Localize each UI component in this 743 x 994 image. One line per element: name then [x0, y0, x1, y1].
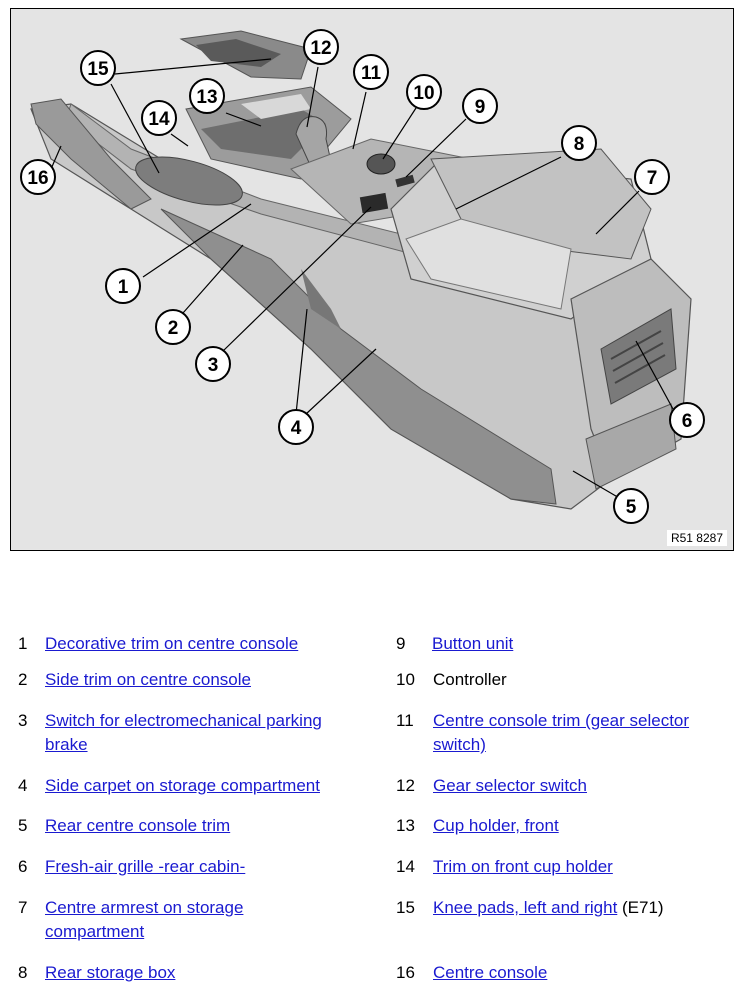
- legend-link-rear-trim[interactable]: Rear centre console trim: [45, 816, 231, 835]
- legend-number: 13: [396, 816, 415, 835]
- callout-label: 1: [118, 277, 129, 298]
- callout-5: 5: [613, 488, 649, 524]
- callout-4: 4: [278, 409, 314, 445]
- legend-number: 11: [396, 711, 414, 730]
- callout-label: 15: [87, 59, 109, 80]
- callout-7: 7: [634, 159, 670, 195]
- figure-id: R51 8287: [666, 530, 727, 546]
- legend-suffix: (E71): [617, 898, 664, 917]
- callout-label: 2: [168, 318, 179, 339]
- callout-6: 6: [669, 402, 705, 438]
- legend-number: 2: [18, 670, 28, 689]
- legend-number: 7: [18, 898, 28, 917]
- callout-11: 11: [353, 54, 389, 90]
- console-illustration: 1 2 3 4 5 6 7 8 9 10 11 12 13 14 15 16 R…: [10, 8, 734, 551]
- callout-13: 13: [189, 78, 225, 114]
- callout-15: 15: [80, 50, 116, 86]
- legend-number: 5: [18, 816, 28, 835]
- callout-2: 2: [155, 309, 191, 345]
- callout-3: 3: [195, 346, 231, 382]
- legend-link-knee-pads[interactable]: Knee pads, left and right: [433, 898, 618, 917]
- legend-number: 6: [18, 857, 28, 876]
- callout-label: 16: [27, 168, 48, 189]
- callout-1: 1: [105, 268, 141, 304]
- legend-number: 9: [396, 634, 406, 653]
- legend-link-rear-storage-box[interactable]: Rear storage box: [45, 963, 176, 982]
- callout-10: 10: [406, 74, 442, 110]
- callout-label: 5: [626, 497, 637, 518]
- legend-link-cup-holder-trim[interactable]: Trim on front cup holder: [433, 857, 613, 876]
- legend-text-controller: Controller: [433, 670, 507, 689]
- legend-link-gear-selector-trim[interactable]: Centre console trim (gear selector switc…: [433, 711, 690, 754]
- legend-link-decorative-trim[interactable]: Decorative trim on centre console: [45, 634, 299, 653]
- callout-label: 4: [291, 418, 302, 439]
- legend-link-centre-console[interactable]: Centre console: [433, 963, 548, 982]
- legend-number: 15: [396, 898, 415, 917]
- legend-number: 12: [396, 776, 415, 795]
- legend-link-centre-armrest[interactable]: Centre armrest on storage compartment: [45, 898, 244, 941]
- legend-number: 16: [396, 963, 415, 982]
- legend-link-side-carpet[interactable]: Side carpet on storage compartment: [45, 776, 320, 795]
- callout-label: 10: [413, 83, 434, 104]
- callout-label: 11: [361, 63, 382, 84]
- callout-markers: 1 2 3 4 5 6 7 8 9 10 11 12 13 14 15 16: [20, 29, 705, 524]
- legend-link-fresh-air-grille[interactable]: Fresh-air grille -rear cabin-: [45, 857, 246, 876]
- legend-number: 10: [396, 670, 415, 689]
- legend-link-side-trim[interactable]: Side trim on centre console: [45, 670, 251, 689]
- leader-lines: [50, 58, 674, 500]
- legend-link-gear-selector-switch[interactable]: Gear selector switch: [433, 776, 587, 795]
- console-drawing: 1 2 3 4 5 6 7 8 9 10 11 12 13 14 15 16: [11, 9, 732, 549]
- legend-number: 14: [396, 857, 415, 876]
- callout-label: 6: [682, 411, 693, 432]
- legend-number: 8: [18, 963, 28, 982]
- callout-label: 14: [148, 109, 170, 130]
- legend-link-button-unit[interactable]: Button unit: [432, 634, 514, 653]
- callout-16: 16: [20, 159, 56, 195]
- callout-label: 8: [574, 134, 585, 155]
- callout-label: 13: [196, 87, 217, 108]
- callout-label: 9: [475, 97, 486, 118]
- legend-number: 1: [18, 634, 28, 653]
- callout-label: 3: [208, 355, 219, 376]
- legend-link-parking-brake-switch[interactable]: Switch for electromechanical parking bra…: [45, 711, 322, 754]
- callout-label: 12: [310, 38, 331, 59]
- callout-14: 14: [141, 100, 177, 136]
- legend-number: 4: [18, 776, 28, 795]
- callout-label: 7: [647, 168, 658, 189]
- callout-9: 9: [462, 88, 498, 124]
- legend-link-cup-holder-front[interactable]: Cup holder, front: [433, 816, 559, 835]
- callout-12: 12: [303, 29, 339, 65]
- legend-number: 3: [18, 711, 28, 730]
- callout-8: 8: [561, 125, 597, 161]
